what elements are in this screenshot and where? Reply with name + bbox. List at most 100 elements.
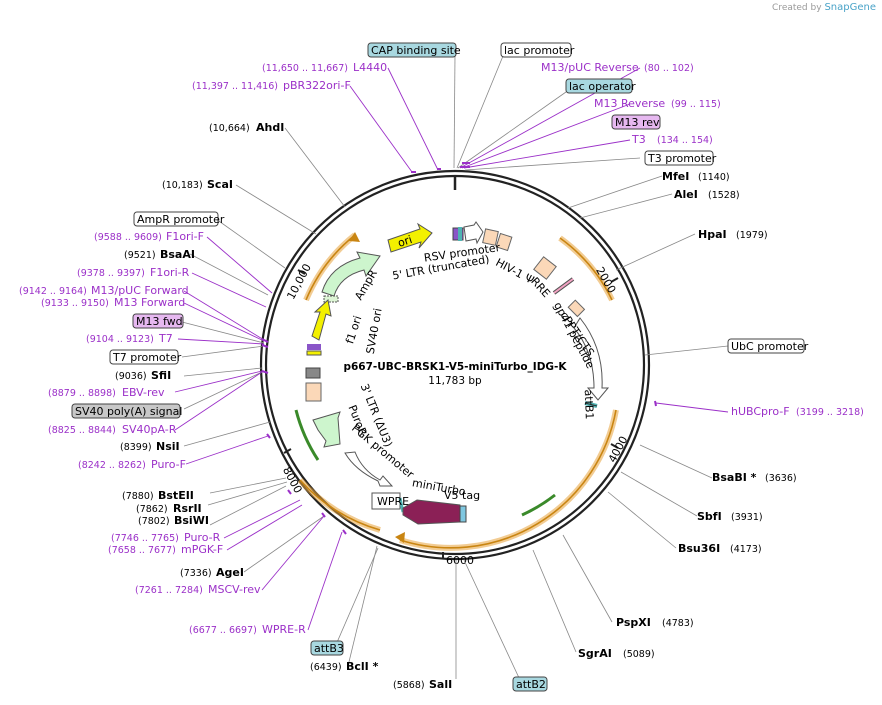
f1-ori-arrow: [311, 299, 332, 341]
primer-f1ori-r: F1ori-R: [150, 266, 190, 279]
box-lac-operator: lac operator: [569, 80, 636, 93]
svg-text:(1528): (1528): [708, 190, 740, 201]
primer-m13puc-forward: M13/pUC Forward: [91, 284, 189, 297]
svg-text:(4783): (4783): [662, 618, 694, 629]
ruler-tick-8000: [283, 448, 292, 454]
svg-text:(80 .. 102): (80 .. 102): [644, 63, 694, 74]
attb1-label: attB1: [582, 389, 596, 419]
rre-block: [533, 256, 557, 280]
box-m13-rev: M13 rev: [615, 116, 660, 129]
enzyme-sbfi: SbfI: [697, 510, 722, 523]
primer-f1ori-f: F1ori-F: [166, 230, 204, 243]
svg-text:(99 .. 115): (99 .. 115): [671, 99, 721, 110]
ampr-arrow: [321, 251, 381, 297]
primer-puro-f: Puro-F: [151, 458, 186, 471]
svg-text:(8825 .. 8844): (8825 .. 8844): [48, 425, 116, 436]
plasmid-name: p667-UBC-BRSK1-V5-miniTurbo_IDG-K: [343, 361, 567, 373]
primer-ticks: [261, 162, 657, 535]
box-attb2: attB2: [516, 678, 546, 691]
svg-text:(4173): (4173): [730, 544, 762, 555]
sv40-polya-block: [305, 367, 321, 379]
hiv-block: [495, 232, 513, 252]
primer-ebv-rev: EBV-rev: [122, 386, 165, 399]
svg-text:(10,183): (10,183): [162, 180, 203, 191]
feature-boxes: CAP binding site lac promoter lac operat…: [71, 42, 809, 692]
svg-text:(3199 .. 3218): (3199 .. 3218): [796, 407, 864, 418]
box-cap-binding: CAP binding site: [371, 44, 461, 57]
primer-m13-forward: M13 Forward: [114, 296, 185, 309]
svg-text:(6677 .. 6697): (6677 .. 6697): [189, 625, 257, 636]
svg-text:(8399): (8399): [120, 442, 152, 453]
ubc-promoter-arrow: [573, 317, 610, 401]
primer-m13puc-reverse: M13/pUC Reverse: [541, 61, 639, 74]
box-sv40-polya: SV40 poly(A) signal: [75, 405, 182, 418]
ruler-tick-2000: [610, 277, 619, 283]
pgk-arrow: [344, 451, 394, 487]
enzyme-pspxi: PspXI: [616, 616, 651, 629]
box-attb3: attB3: [314, 642, 344, 655]
enzyme-bsteii: BstEII: [158, 489, 194, 502]
primer-hubcpro-f: hUBCpro-F: [731, 405, 790, 418]
box-ubc-promoter: UbC promoter: [731, 340, 809, 353]
svg-text:(7261 .. 7284): (7261 .. 7284): [135, 585, 203, 596]
box-lac-promoter: lac promoter: [504, 44, 575, 57]
arc-ampr-head: [349, 232, 360, 242]
miniturbo-arrow: [402, 499, 461, 525]
enzyme-sfii: SfiI: [151, 369, 171, 382]
svg-text:(5089): (5089): [623, 649, 655, 660]
svg-text:(9104 .. 9123): (9104 .. 9123): [86, 334, 154, 345]
svg-text:(1979): (1979): [736, 230, 768, 241]
enzyme-mfei: MfeI: [662, 170, 689, 183]
box-ampr-promoter: AmpR promoter: [137, 213, 225, 226]
enzyme-bsiwi: BsiWI: [174, 514, 209, 527]
enzyme-sgrai: SgrAI: [578, 647, 612, 660]
svg-text:(3931): (3931): [731, 512, 763, 523]
wpre-label: WPRE: [377, 495, 409, 508]
arc-green-right: [521, 493, 556, 517]
box-t7-promoter: T7 promoter: [112, 351, 182, 364]
svg-text:(8879 .. 8898): (8879 .. 8898): [48, 388, 116, 399]
svg-text:(10,664): (10,664): [209, 123, 250, 134]
enzyme-labels-left: (5868) SalI (6439) BclI * (7336) AgeI (7…: [115, 121, 452, 691]
primer-l4440: L4440: [353, 61, 387, 74]
rsv-arrow: [463, 221, 484, 245]
sv40ori-label: SV40 ori: [364, 307, 385, 355]
arc-ampr-line: [305, 234, 356, 301]
svg-text:(11,650 .. 11,667): (11,650 .. 11,667): [262, 63, 348, 74]
svg-text:(9142 .. 9164): (9142 .. 9164): [19, 286, 87, 297]
svg-text:(7862): (7862): [136, 504, 168, 515]
svg-text:(3636): (3636): [765, 473, 797, 484]
arc-puro-line: [299, 479, 381, 531]
ori-arrow: [387, 222, 433, 253]
primer-sv40pa-r: SV40pA-R: [122, 423, 177, 436]
snapgene-brand: SnapGene: [824, 2, 876, 13]
svg-text:(7746 .. 7765): (7746 .. 7765): [111, 533, 179, 544]
ruler-tick-4000: [610, 443, 619, 449]
arc-brsk1-line: [399, 409, 617, 549]
enzyme-bsaai: BsaAI: [160, 248, 195, 261]
svg-text:(7336): (7336): [180, 568, 212, 579]
primer-leaders: [174, 67, 729, 631]
primer-t3: T3: [631, 133, 646, 146]
enzyme-bcli: BclI *: [346, 660, 379, 673]
box-t3-promoter: T3 promoter: [647, 152, 717, 165]
attb1-marker-line: [584, 402, 598, 407]
svg-text:(9133 .. 9150): (9133 .. 9150): [41, 298, 109, 309]
ori-label: ori: [396, 233, 414, 250]
v5-block: [459, 505, 467, 523]
primer-labels: (11,650 .. 11,667) L4440 (11,397 .. 11,4…: [19, 61, 864, 636]
enzyme-labels-right: MfeI (1140) AleI (1528) HpaI (1979) BsaB…: [578, 170, 797, 660]
enzyme-agei: AgeI: [216, 566, 244, 579]
enzyme-rsrii: RsrII: [173, 502, 202, 515]
m13-fwd-block: [307, 344, 321, 350]
f1-label: f1 ori: [343, 314, 364, 345]
snapgene-credit: Created by SnapGene: [772, 2, 876, 13]
backbone-outer-ring: [259, 169, 651, 561]
ruler-6000: 6000: [446, 554, 474, 567]
v5-label: V5 tag: [444, 489, 480, 502]
puror-arrow: [312, 411, 341, 448]
svg-text:(9521): (9521): [124, 250, 156, 261]
ruler-tick-10000: [297, 269, 306, 275]
enzyme-bsu36i: Bsu36I: [678, 542, 720, 555]
